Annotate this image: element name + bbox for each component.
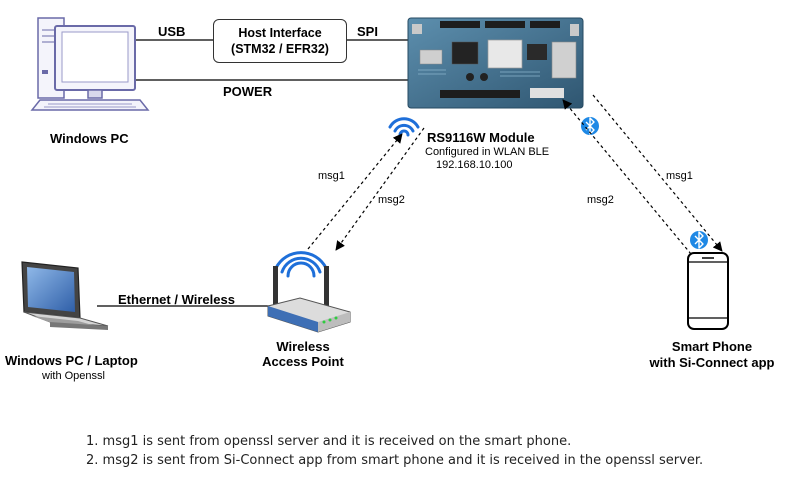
- phone-label-line1: Smart Phone: [671, 339, 753, 354]
- windows-pc-label: Windows PC: [50, 131, 129, 146]
- bluetooth-icon-module: [581, 117, 599, 135]
- notes-list: 1. msg1 is sent from openssl server and …: [86, 432, 703, 470]
- arrow-msg2-left: [335, 127, 425, 251]
- module-title: RS9116W Module: [427, 130, 535, 145]
- module-ip: 192.168.10.100: [436, 159, 513, 171]
- power-label: POWER: [223, 84, 273, 99]
- laptop-label: Windows PC / Laptop: [5, 353, 138, 368]
- msg2-right-label: msg2: [587, 194, 614, 206]
- bluetooth-icon-phone: [690, 231, 708, 249]
- msg-arrows: [307, 94, 723, 255]
- host-interface-box: Host Interface (STM32 / EFR32): [213, 19, 347, 63]
- laptop-icon: [21, 261, 109, 330]
- note-item: 2. msg2 is sent from Si-Connect app from…: [86, 453, 704, 468]
- arrow-msg1-right: [592, 94, 723, 252]
- smartphone-icon: [687, 252, 729, 330]
- access-point-label-line2: Access Point: [262, 354, 344, 369]
- spi-label: SPI: [357, 24, 378, 39]
- msg1-left-label: msg1: [318, 170, 345, 182]
- module-subtitle: Configured in WLAN BLE: [425, 146, 550, 158]
- msg2-left-label: msg2: [378, 194, 405, 206]
- windows-pc-icon: [30, 17, 150, 111]
- usb-label: USB: [158, 24, 186, 39]
- rs9116w-module-board: [407, 17, 584, 109]
- laptop-sublabel: with Openssl: [42, 370, 105, 382]
- ethernet-label: Ethernet / Wireless: [118, 292, 235, 307]
- arrow-msg1-left: [307, 133, 403, 250]
- wifi-icon: [388, 117, 420, 137]
- phone-label-line2: with Si-Connect app: [649, 355, 775, 370]
- access-point-label-line1: Wireless: [276, 339, 330, 354]
- access-point-icon: [267, 251, 351, 333]
- note-item: 1. msg1 is sent from openssl server and …: [86, 434, 572, 449]
- host-interface-subtitle: (STM32 / EFR32): [231, 42, 329, 56]
- msg1-right-label: msg1: [666, 170, 693, 182]
- host-interface-title: Host Interface: [238, 26, 322, 40]
